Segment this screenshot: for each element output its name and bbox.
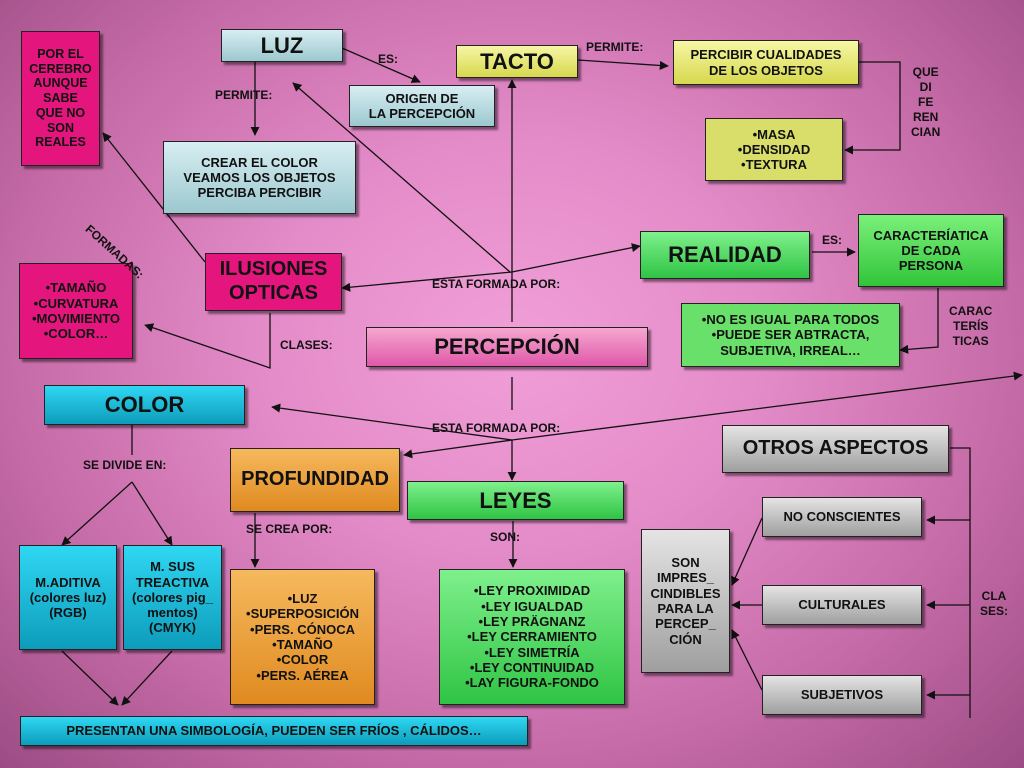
- label-son: SON:: [490, 530, 520, 544]
- node-crear-color-text: CREAR EL COLOR VEAMOS LOS OBJETOS PERCIB…: [183, 154, 336, 201]
- label-clases-ilusiones: CLASES:: [280, 338, 333, 352]
- node-no-es-igual: •NO ES IGUAL PARA TODOS •PUEDE SER ABTRA…: [681, 303, 900, 367]
- node-masa-list-text: •MASA •DENSIDAD •TEXTURA: [737, 126, 811, 173]
- node-color-text: COLOR: [104, 392, 185, 418]
- node-realidad: REALIDAD: [640, 231, 810, 279]
- node-subjetivos-text: SUBJETIVOS: [800, 687, 884, 703]
- node-por-el-cerebro: POR EL CEREBRO AUNQUE SABE QUE NO SON RE…: [21, 31, 100, 166]
- node-m-aditiva: M.ADITIVA (colores luz) (RGB): [19, 545, 117, 650]
- label-clases-otros: CLA SES:: [980, 589, 1009, 618]
- node-caracteristica: CARACTERÍATICA DE CADA PERSONA: [858, 214, 1004, 287]
- node-luz: LUZ: [221, 29, 343, 62]
- node-tamano-list-text: •TAMAÑO •CURVATURA •MOVIMIENTO •COLOR…: [31, 280, 121, 342]
- label-caracteristicas: CARAC TERÍS TICAS: [949, 304, 993, 348]
- node-profundidad-text: PROFUNDIDAD: [241, 468, 389, 491]
- node-son-impres: SON IMPRES_ CINDIBLES PARA LA PERCEP_ CI…: [641, 529, 730, 673]
- node-profundidad: PROFUNDIDAD: [230, 448, 400, 512]
- node-presentan: PRESENTAN UNA SIMBOLOGÍA, PUEDEN SER FRÍ…: [20, 716, 528, 746]
- node-leyes-list-text: •LEY PROXIMIDAD •LEY IGUALDAD •LEY PRÄGN…: [465, 583, 599, 691]
- node-m-aditiva-text: M.ADITIVA (colores luz) (RGB): [29, 574, 107, 621]
- node-no-conscientes-text: NO CONSCIENTES: [783, 509, 901, 525]
- node-son-impres-text: SON IMPRES_ CINDIBLES PARA LA PERCEP_ CI…: [650, 555, 721, 647]
- label-es-realidad: ES:: [822, 233, 843, 247]
- node-luz-list-text: •LUZ •SUPERPOSICIÓN •PERS. CÓNOCA •TAMAÑ…: [246, 591, 359, 683]
- node-tacto: TACTO: [456, 45, 578, 78]
- node-por-el-cerebro-text: POR EL CEREBRO AUNQUE SABE QUE NO SON RE…: [29, 46, 92, 150]
- node-percepcion: PERCEPCIÓN: [366, 327, 648, 367]
- node-origen: ORIGEN DE LA PERCEPCIÓN: [349, 85, 495, 127]
- node-ilusiones: ILUSIONES OPTICAS: [205, 253, 342, 311]
- node-culturales-text: CULTURALES: [798, 597, 886, 613]
- node-percepcion-text: PERCEPCIÓN: [434, 334, 580, 360]
- node-leyes-text: LEYES: [479, 487, 552, 513]
- node-percibir-cualidades: PERCIBIR CUALIDADES DE LOS OBJETOS: [673, 40, 859, 85]
- label-es-luz: ES:: [378, 52, 399, 66]
- node-leyes: LEYES: [407, 481, 624, 520]
- node-origen-text: ORIGEN DE LA PERCEPCIÓN: [368, 90, 476, 121]
- node-presentan-text: PRESENTAN UNA SIMBOLOGÍA, PUEDEN SER FRÍ…: [66, 723, 482, 739]
- node-m-sustractiva-text: M. SUS TREACTIVA (colores pig_ mentos) (…: [132, 559, 213, 636]
- node-m-sustractiva: M. SUS TREACTIVA (colores pig_ mentos) (…: [123, 545, 222, 650]
- node-masa-list: •MASA •DENSIDAD •TEXTURA: [705, 118, 843, 181]
- node-subjetivos: SUBJETIVOS: [762, 675, 922, 715]
- node-otros-aspectos: OTROS ASPECTOS: [722, 425, 949, 473]
- node-leyes-list: •LEY PROXIMIDAD •LEY IGUALDAD •LEY PRÄGN…: [439, 569, 625, 705]
- node-no-es-igual-text: •NO ES IGUAL PARA TODOS •PUEDE SER ABTRA…: [701, 312, 880, 358]
- node-culturales: CULTURALES: [762, 585, 922, 625]
- label-que-difieren: QUE DI FE REN CIAN: [911, 65, 941, 139]
- node-otros-aspectos-text: OTROS ASPECTOS: [742, 437, 929, 460]
- label-permite-tacto: PERMITE:: [586, 40, 644, 54]
- label-permite-luz: PERMITE:: [215, 88, 273, 102]
- node-crear-color: CREAR EL COLOR VEAMOS LOS OBJETOS PERCIB…: [163, 141, 356, 214]
- node-ilusiones-text: ILUSIONES OPTICAS: [219, 258, 328, 304]
- node-percibir-cualidades-text: PERCIBIR CUALIDADES DE LOS OBJETOS: [690, 47, 842, 78]
- label-esta-formada-2: ESTA FORMADA POR:: [432, 421, 561, 435]
- node-tamano-list: •TAMAÑO •CURVATURA •MOVIMIENTO •COLOR…: [19, 263, 133, 359]
- node-tacto-text: TACTO: [480, 48, 554, 74]
- label-esta-formada-1: ESTA FORMADA POR:: [432, 277, 561, 291]
- node-caracteristica-text: CARACTERÍATICA DE CADA PERSONA: [873, 227, 989, 274]
- label-se-divide: SE DIVIDE EN:: [83, 458, 167, 472]
- node-luz-list: •LUZ •SUPERPOSICIÓN •PERS. CÓNOCA •TAMAÑ…: [230, 569, 375, 705]
- node-luz-text: LUZ: [260, 32, 304, 58]
- node-realidad-text: REALIDAD: [668, 242, 782, 268]
- node-no-conscientes: NO CONSCIENTES: [762, 497, 922, 537]
- node-color: COLOR: [44, 385, 245, 425]
- label-se-crea: SE CREA POR:: [246, 522, 333, 536]
